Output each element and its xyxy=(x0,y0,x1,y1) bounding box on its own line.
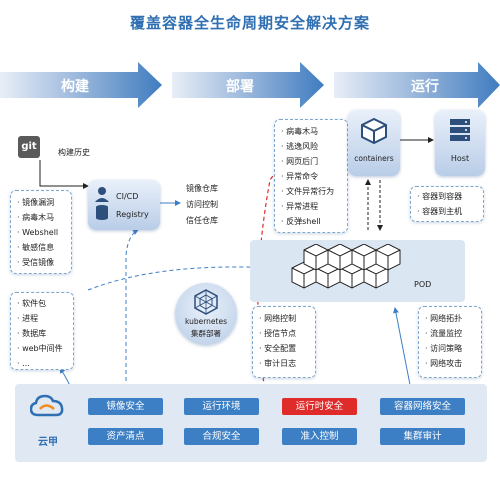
git-to-cicd-connector xyxy=(39,160,89,189)
phase-arrows xyxy=(0,62,500,108)
feature-asset-inventory[interactable]: 资产清点 xyxy=(88,428,163,445)
deploy-item-image-repo: 镜像仓库 xyxy=(186,184,218,193)
cluster-item: 安全配置 xyxy=(259,341,309,356)
feature-cluster-audit[interactable]: 集群审计 xyxy=(380,428,465,445)
network-item: 网络攻击 xyxy=(425,356,475,371)
escape-item: 容器到容器 xyxy=(417,189,477,204)
feature-runtime-environment[interactable]: 运行环境 xyxy=(184,398,259,415)
runtime-risk-item: 文件异常行为 xyxy=(281,184,341,199)
build-risks-box: 镜像漏洞 病毒木马 Webshell 敏感信息 受信镜像 xyxy=(10,190,72,274)
asset-item: 软件包 xyxy=(17,296,67,311)
build-risk-item: 敏感信息 xyxy=(17,240,65,255)
network-item: 网络拓扑 xyxy=(425,311,475,326)
cloud-logo-icon xyxy=(30,394,64,417)
containers-card: containers xyxy=(348,110,400,176)
runtime-risk-item: 异常命令 xyxy=(281,169,341,184)
runtime-risk-item: 异常进程 xyxy=(281,199,341,214)
escape-items-box: 容器到容器 容器到主机 xyxy=(410,186,484,222)
build-risk-item: Webshell xyxy=(17,225,65,240)
git-icon: git xyxy=(18,136,40,158)
feature-image-security[interactable]: 镜像安全 xyxy=(88,398,163,415)
network-item: 流量监控 xyxy=(425,326,475,341)
build-risk-item: 镜像漏洞 xyxy=(17,195,65,210)
runtime-risk-item: 逃逸风险 xyxy=(281,139,341,154)
brand-label: 云甲 xyxy=(38,437,58,448)
kubernetes-badge: kubernetes 集群部署 xyxy=(175,283,237,345)
kubernetes-to-pod-arrow xyxy=(87,264,275,291)
escape-item: 容器到主机 xyxy=(417,204,477,219)
runtime-risks-box: 病毒木马 逃逸风险 网页后门 异常命令 文件异常行为 异常进程 反弹shell xyxy=(274,119,348,233)
user-and-database-icon xyxy=(95,187,109,220)
deploy-item-access-control: 访问控制 xyxy=(186,200,218,209)
kubernetes-helm-icon xyxy=(194,289,218,315)
cicd-label: CI/CD xyxy=(116,192,139,201)
kubernetes-label: kubernetes xyxy=(184,317,228,326)
deploy-item-trusted-repo: 信任仓库 xyxy=(186,216,218,225)
assets-box: 软件包 进程 数据库 web中间件 ... xyxy=(10,292,74,370)
runtime-risk-item: 反弹shell xyxy=(281,214,341,229)
image-security-to-cicd-arrow xyxy=(125,229,139,395)
cluster-item: 授信节点 xyxy=(259,326,309,341)
container-cube-icon xyxy=(361,118,387,144)
phase-build-label: 构建 xyxy=(61,79,89,95)
network-item: 访问策略 xyxy=(425,341,475,356)
pod-cubes-icon xyxy=(291,244,401,289)
feature-container-network-security[interactable]: 容器网络安全 xyxy=(380,398,465,415)
runtime-risk-item: 网页后门 xyxy=(281,154,341,169)
build-risk-item: 病毒木马 xyxy=(17,210,65,225)
asset-item: ... xyxy=(17,356,67,371)
network-security-to-pod-arrow xyxy=(393,307,413,396)
cicd-registry-card: CI/CD Registry xyxy=(88,180,160,230)
host-label: Host xyxy=(450,154,470,163)
host-card: Host xyxy=(435,110,485,176)
cluster-item: 审计日志 xyxy=(259,356,309,371)
registry-label: Registry xyxy=(116,210,149,219)
containers-label: containers xyxy=(354,154,394,163)
asset-item: 进程 xyxy=(17,311,67,326)
deploy-phase-arrow xyxy=(172,62,324,108)
product-panel xyxy=(15,384,487,462)
run-phase-arrow xyxy=(334,62,500,108)
cluster-item: 网络控制 xyxy=(259,311,309,326)
diagram-title: 覆盖容器全生命周期安全解决方案 xyxy=(129,14,370,32)
cluster-deploy-label: 集群部署 xyxy=(191,329,221,338)
network-items-box: 网络拓扑 流量监控 访问策略 网络攻击 xyxy=(418,306,482,378)
cluster-items-box: 网络控制 授信节点 安全配置 审计日志 xyxy=(252,306,316,378)
feature-compliance-security[interactable]: 合规安全 xyxy=(184,428,259,445)
asset-item: 数据库 xyxy=(17,326,67,341)
build-risk-item: 受信镜像 xyxy=(17,255,65,270)
feature-admission-control[interactable]: 准入控制 xyxy=(282,428,357,445)
feature-runtime-security[interactable]: 运行时安全 xyxy=(282,398,357,415)
server-icon xyxy=(450,119,470,141)
deploy-items: 镜像仓库 访问控制 信任仓库 xyxy=(186,181,246,229)
pod-label: POD xyxy=(414,280,432,289)
build-phase-arrow xyxy=(0,62,162,108)
asset-item: web中间件 xyxy=(17,341,67,356)
phase-run-label: 运行 xyxy=(411,79,439,95)
runtime-risk-item: 病毒木马 xyxy=(281,124,341,139)
build-history-label: 构建历史 xyxy=(58,148,90,157)
phase-deploy-label: 部署 xyxy=(226,79,254,95)
